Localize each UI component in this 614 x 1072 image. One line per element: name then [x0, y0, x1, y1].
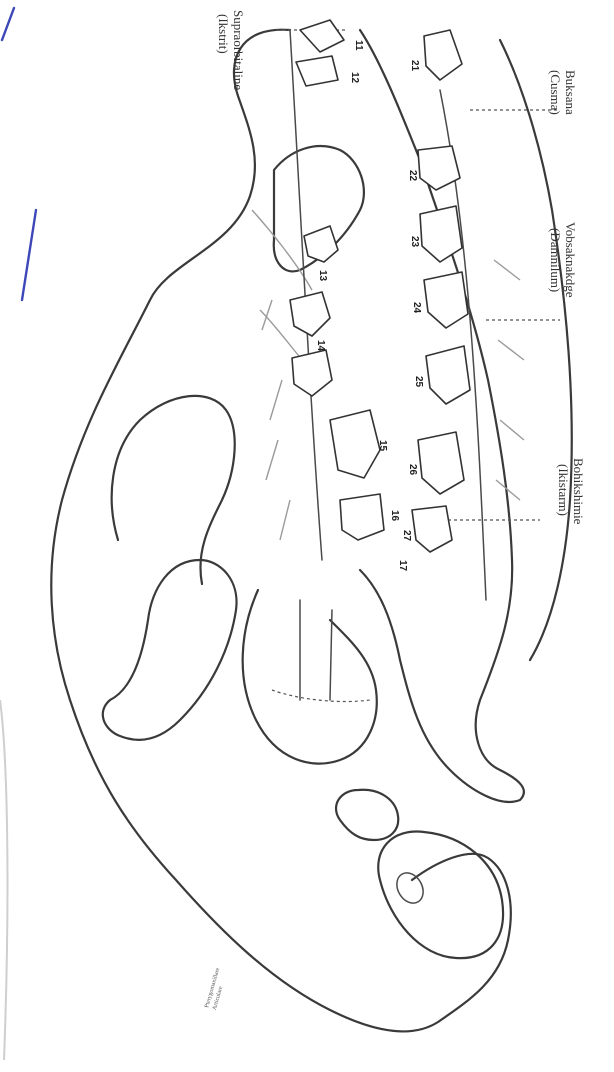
root-sketch-lower [494, 260, 524, 500]
upper-tooth [296, 56, 338, 86]
tooth-number: 14 [315, 340, 326, 352]
lower-tooth [426, 346, 470, 404]
upper-tooth-numbers: 11 12 13 14 15 16 17 [315, 40, 408, 572]
ramus-inner [300, 600, 332, 700]
tooth-number: 11 [353, 40, 364, 51]
lower-tooth [412, 506, 452, 552]
upper-tooth [340, 494, 384, 540]
small-notes: Pterygomaxillare Articulare [204, 967, 229, 1011]
tooth-number: 25 [413, 376, 424, 388]
tooth-number: 12 [349, 72, 360, 84]
upper-tooth [300, 20, 344, 52]
lower-tooth [418, 146, 460, 190]
lower-tooth [420, 206, 462, 262]
page-shadow-edge [0, 700, 7, 1060]
inferior-line-label-sub: (Ikistarm) [556, 464, 571, 516]
cranial-vault [112, 396, 235, 584]
lower-tooth [418, 432, 464, 494]
occlusal-line-label-text: Vobsaknakdge [563, 222, 578, 298]
superior-line-label-sub: (Ikstrit) [216, 14, 231, 54]
pen-mark-lower [22, 210, 36, 300]
tooth-number: 21 [409, 60, 420, 72]
superior-line-label: Supraorbitaline (Ikstrit) [216, 10, 246, 90]
inferior-line-label-text: Bohikshimie [571, 458, 586, 525]
inferior-line-label: Bohikshimie (Ikistarm) [556, 458, 586, 525]
tooth-number: 24 [411, 302, 422, 314]
inferior-alveolar-canal [272, 690, 370, 702]
upper-tooth [292, 350, 332, 396]
buccal-line-label: Buksana (Cusma) [548, 70, 578, 115]
buccal-line-label-sub: (Cusma) [548, 70, 563, 115]
tooth-number: 23 [409, 236, 420, 248]
orbit-region [378, 832, 503, 959]
tooth-number: 27 [401, 530, 412, 542]
upper-tooth [330, 410, 380, 478]
tooth-number: 15 [377, 440, 388, 452]
posterior-skull-mass [103, 560, 237, 740]
mandible-body [360, 30, 524, 802]
root-sketch-upper [262, 300, 290, 540]
upper-tooth [304, 226, 338, 262]
lower-teeth-row [412, 30, 470, 552]
tooth-number: 16 [389, 510, 400, 522]
superior-line-label-text: Supraorbitaline [231, 10, 246, 90]
pen-mark-upper [2, 8, 14, 40]
tooth-number: 13 [317, 270, 328, 282]
buccal-line-label-text: Buksana [563, 70, 578, 115]
orbit-ring [392, 868, 429, 908]
lower-tooth [424, 272, 468, 328]
tooth-number: 17 [397, 560, 408, 572]
tooth-number: 26 [407, 464, 418, 476]
occlusal-line-label-sub: (Damnilum) [548, 228, 563, 292]
lower-tooth [424, 30, 462, 80]
ramus-outline [243, 590, 377, 764]
tooth-number: 22 [407, 170, 418, 182]
condyle-outline [336, 790, 398, 840]
upper-tooth [290, 292, 330, 336]
occlusal-line-label: Vobsaknakdge (Damnilum) [548, 222, 578, 298]
